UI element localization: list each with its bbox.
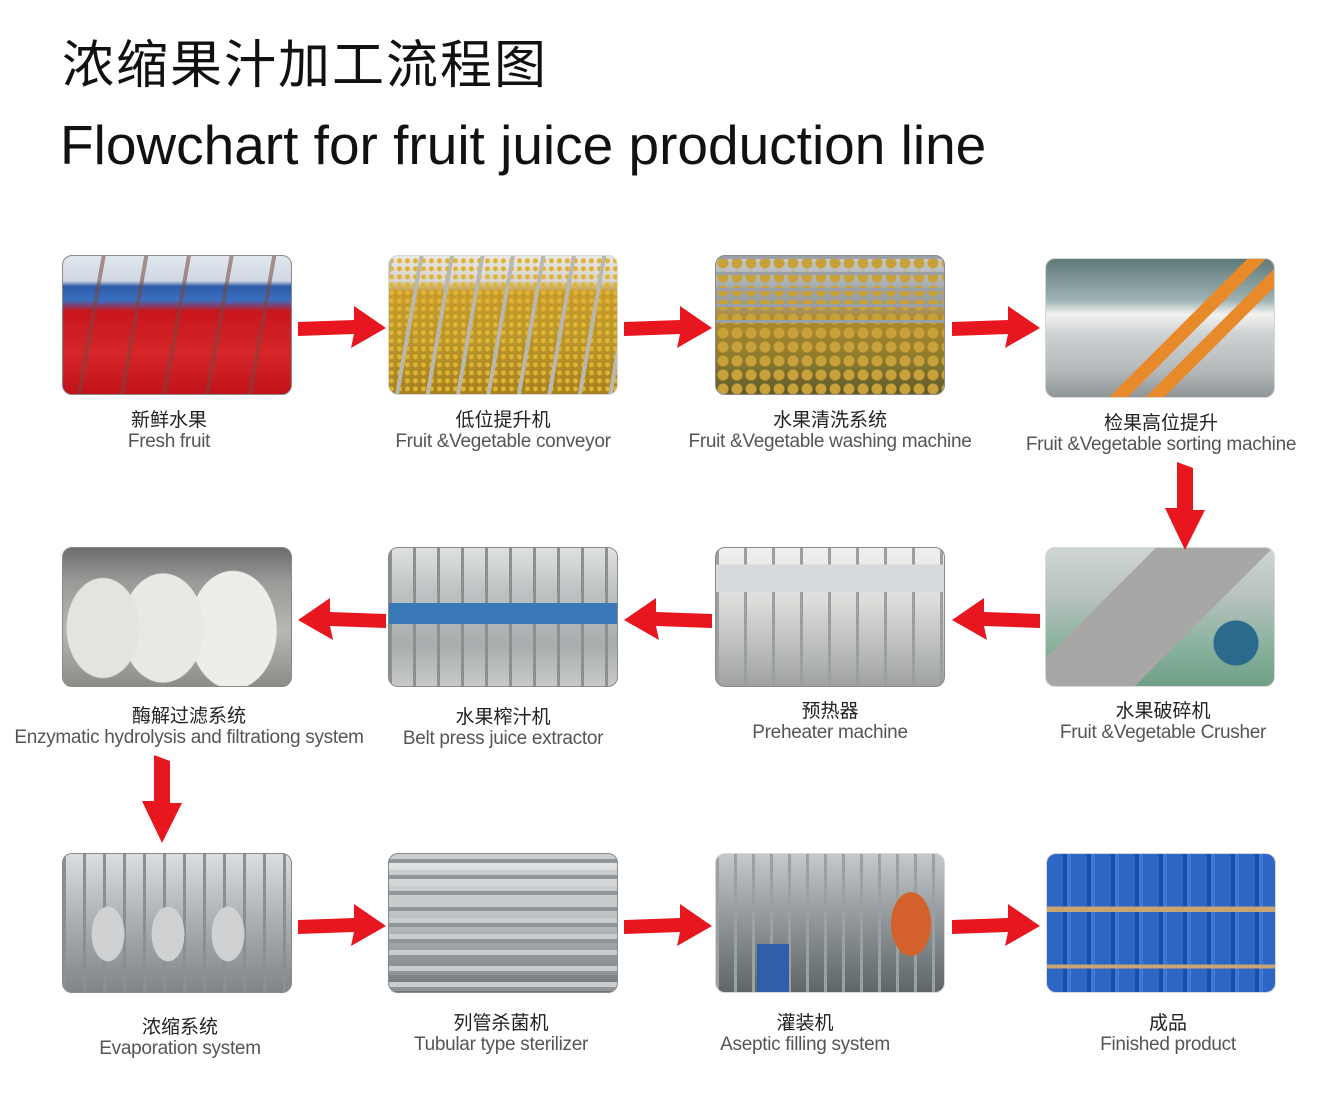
step-fresh-fruit — [62, 255, 292, 395]
label-en: Aseptic filling system — [720, 1034, 890, 1055]
arrow-left-icon — [622, 592, 714, 642]
label-cn: 浓缩系统 — [141, 1016, 218, 1038]
sterilizer-photo — [388, 853, 618, 993]
sorting-machine-photo — [1045, 258, 1275, 398]
label-cn: 检果高位提升 — [1103, 412, 1218, 434]
label-en: Evaporation system — [99, 1038, 261, 1059]
arrow-right-icon — [622, 898, 714, 948]
label-en: Fruit &Vegetable sorting machine — [1025, 434, 1297, 455]
arrow-left-icon — [950, 592, 1042, 642]
caption-enzymatic-system: 酶解过滤系统 Enzymatic hydrolysis and filtrati… — [14, 705, 364, 749]
caption-sterilizer: 列管杀菌机 Tubular type sterilizer — [414, 1012, 588, 1056]
caption-crusher: 水果破碎机 Fruit &Vegetable Crusher — [1060, 700, 1266, 744]
caption-fresh-fruit: 新鲜水果 Fresh fruit — [127, 409, 211, 453]
title-chinese: 浓缩果汁加工流程图 — [62, 36, 549, 96]
caption-belt-press: 水果榨汁机 Belt press juice extractor — [402, 706, 604, 750]
step-washing-machine — [715, 255, 945, 395]
caption-evaporation: 浓缩系统 Evaporation system — [99, 1016, 261, 1060]
caption-finished-product: 成品 Finished product — [1100, 1012, 1236, 1056]
caption-sorting-machine: 检果高位提升 Fruit &Vegetable sorting machine — [1025, 412, 1297, 456]
arrow-down-icon — [1163, 462, 1207, 552]
label-en: Fruit &Vegetable Crusher — [1059, 722, 1267, 743]
washing-machine-photo — [715, 255, 945, 395]
title-english: Flowchart for fruit juice production lin… — [60, 114, 987, 176]
evaporation-photo — [62, 853, 292, 993]
step-evaporation — [62, 853, 292, 993]
label-cn: 成品 — [1148, 1012, 1188, 1034]
step-belt-press — [388, 547, 618, 687]
label-en: Belt press juice extractor — [402, 728, 604, 749]
label-cn: 新鲜水果 — [130, 409, 207, 431]
preheater-photo — [715, 547, 945, 687]
enzymatic-system-photo — [62, 547, 292, 687]
caption-washing-machine: 水果清洗系统 Fruit &Vegetable washing machine — [689, 409, 972, 453]
label-cn: 预热器 — [801, 700, 859, 722]
step-preheater — [715, 547, 945, 687]
label-cn: 低位提升机 — [455, 409, 551, 431]
step-sorting-machine — [1045, 258, 1275, 398]
label-en: Tubular type sterilizer — [413, 1034, 589, 1055]
step-finished-product — [1046, 853, 1276, 993]
finished-product-photo — [1046, 853, 1276, 993]
label-en: Finished product — [1100, 1034, 1236, 1055]
label-cn: 水果破碎机 — [1115, 700, 1211, 722]
label-cn: 灌装机 — [776, 1012, 834, 1034]
label-cn: 水果榨汁机 — [455, 706, 551, 728]
step-filling — [715, 853, 945, 993]
crusher-photo — [1045, 547, 1275, 687]
caption-preheater: 预热器 Preheater machine — [752, 700, 908, 744]
arrow-right-icon — [950, 898, 1042, 948]
label-en: Fruit &Vegetable washing machine — [688, 431, 972, 452]
step-sterilizer — [388, 853, 618, 993]
step-conveyor — [388, 255, 618, 395]
label-en: Fresh fruit — [127, 431, 211, 452]
filling-photo — [715, 853, 945, 993]
belt-press-photo — [388, 547, 618, 687]
label-en: Fruit &Vegetable conveyor — [395, 431, 611, 452]
label-en: Enzymatic hydrolysis and filtrationg sys… — [14, 727, 364, 748]
arrow-down-icon — [140, 755, 184, 845]
arrow-right-icon — [950, 300, 1042, 350]
label-en: Preheater machine — [752, 722, 908, 743]
label-cn: 水果清洗系统 — [772, 409, 887, 431]
arrow-left-icon — [296, 592, 388, 642]
fresh-fruit-photo — [62, 255, 292, 395]
step-enzymatic-system — [62, 547, 292, 687]
label-cn: 酶解过滤系统 — [131, 705, 247, 727]
arrow-right-icon — [622, 300, 714, 350]
arrow-right-icon — [296, 300, 388, 350]
label-cn: 列管杀菌机 — [453, 1012, 549, 1034]
arrow-right-icon — [296, 898, 388, 948]
caption-conveyor: 低位提升机 Fruit &Vegetable conveyor — [395, 409, 611, 453]
step-crusher — [1045, 547, 1275, 687]
conveyor-photo — [388, 255, 618, 395]
caption-filling: 灌装机 Aseptic filling system — [720, 1012, 890, 1056]
